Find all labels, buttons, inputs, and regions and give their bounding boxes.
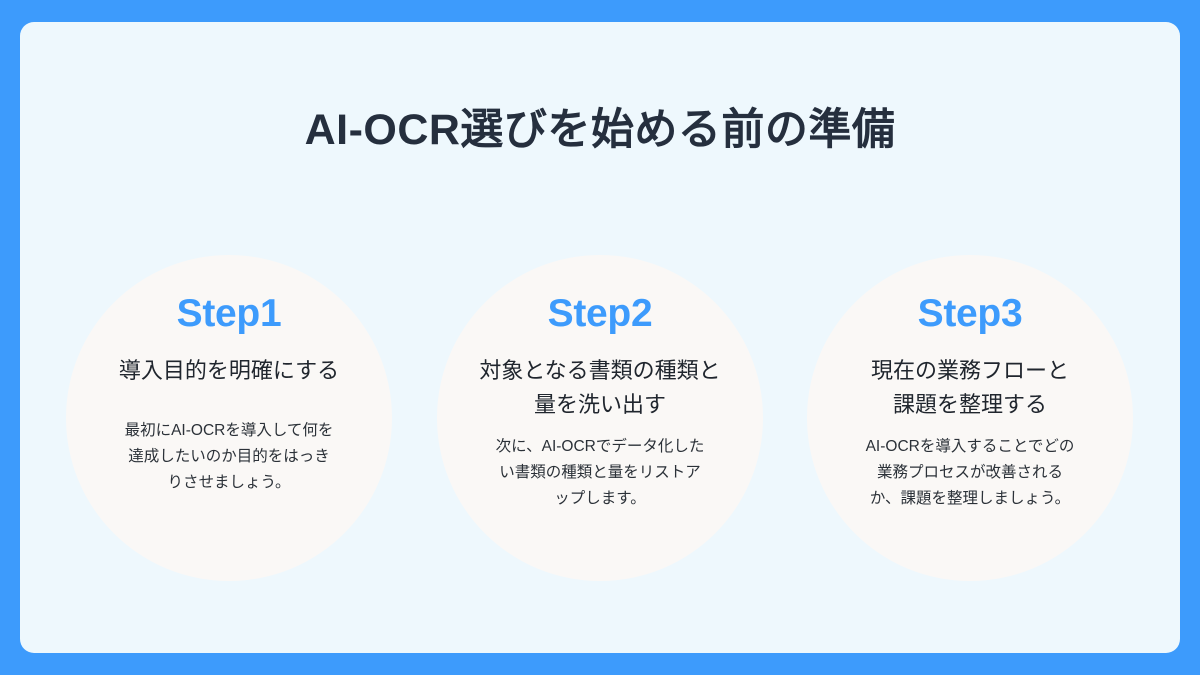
step-label: Step3 <box>917 292 1023 335</box>
step-circle-3 <box>807 255 1133 581</box>
step-card-1: Step1 導入目的を明確にする 最初にAI-OCRを導入して何を 達成したいの… <box>66 255 392 581</box>
step-circle-2 <box>437 255 763 581</box>
page-title: AI-OCR選びを始める前の準備 <box>304 106 896 154</box>
step-heading: 導入目的を明確にする <box>118 357 340 383</box>
step-heading: 現在の業務フローと 課題を整理する <box>870 357 1069 417</box>
step-label: Step2 <box>547 292 653 335</box>
step-card-3: Step3 現在の業務フローと 課題を整理する AI-OCRを導入することでどの… <box>807 255 1133 581</box>
step-heading: 対象となる書類の種類と 量を洗い出す <box>479 357 721 417</box>
step-label: Step1 <box>176 292 282 335</box>
step-card-2: Step2 対象となる書類の種類と 量を洗い出す 次に、AI-OCRでデータ化し… <box>437 255 763 581</box>
step-circle-1 <box>66 255 392 581</box>
step-body: AI-OCRを導入することでどの 業務プロセスが改善される か、課題を整理しまし… <box>865 437 1075 507</box>
step-body: 最初にAI-OCRを導入して何を 達成したいのか目的をはっき りさせましょう。 <box>124 421 334 491</box>
step-body: 次に、AI-OCRでデータ化した い書類の種類と量をリストア ップします。 <box>495 437 705 507</box>
